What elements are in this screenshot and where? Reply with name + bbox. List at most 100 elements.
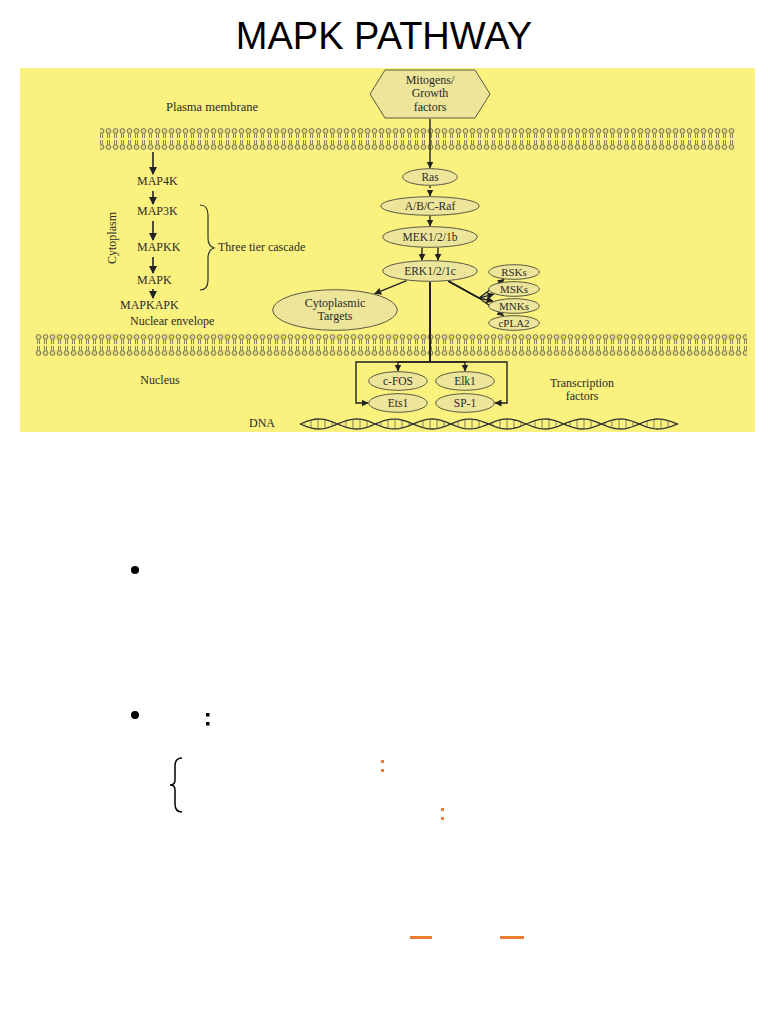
dna-rung [332, 422, 333, 427]
signal-arrow [421, 248, 422, 260]
node-label: Cytoplasmic Targets [292, 297, 378, 323]
plasma-membrane-bilayer [100, 128, 735, 150]
dna-rung [661, 419, 662, 429]
dna-strand [300, 419, 678, 429]
dna-rung [675, 423, 676, 425]
node-label: Ras [421, 171, 438, 184]
signal-arrow [430, 282, 507, 403]
nuclear-envelope-bilayer [35, 334, 747, 356]
factor-ellipse: c-FOS [368, 371, 428, 391]
signal-arrow [437, 248, 438, 260]
dna-rung [626, 420, 627, 429]
node-text-group: c-FOS [383, 375, 413, 388]
ellipse-shape [436, 394, 495, 413]
dna-strand [300, 419, 678, 429]
dna-rung [388, 420, 389, 429]
brace-label: Three tier cascade [218, 241, 305, 254]
dna-rung [633, 422, 634, 427]
dna-rung [619, 419, 620, 429]
dna-rung [451, 423, 452, 424]
yellow-panel [20, 68, 755, 432]
orange-dash [410, 936, 432, 939]
kinase-tier-label: MAPKK [137, 241, 180, 254]
dna-rung [430, 419, 431, 429]
dna-rung [437, 419, 438, 428]
dna-rung [654, 419, 655, 428]
dna-rung [444, 421, 445, 426]
ellipse-shape [489, 282, 540, 297]
signal-arrow [429, 186, 430, 196]
dna-rung [465, 419, 466, 428]
dna-rung [416, 423, 417, 425]
kinase-ellipse: A/B/C-Raf [380, 196, 480, 216]
dna-rung [339, 423, 340, 424]
orange-colon [381, 769, 384, 772]
orange-dash [500, 936, 524, 939]
node-text-group: Elk1 [454, 375, 476, 388]
dna-rung [479, 420, 480, 427]
node-label: MSKs [500, 283, 528, 295]
title: MAPK PATHWAY [0, 16, 768, 58]
ellipse-shape [369, 372, 428, 391]
kinase-tier-label: MAPK [137, 274, 172, 287]
dna-rung [472, 419, 473, 429]
dna-rung [535, 421, 536, 428]
orange-colon [381, 760, 384, 763]
node-text-group: Mitogens/ Growth factors [395, 74, 465, 114]
factor-ellipse: Elk1 [435, 371, 495, 391]
dna-rung [507, 419, 508, 429]
bullet [131, 566, 139, 574]
dna-rung [311, 420, 312, 428]
dna-rung [591, 420, 592, 428]
dna-rung [500, 420, 501, 428]
node-text-group: MSKs [500, 283, 528, 295]
kinase-ellipse: MEK1/2/1b [382, 226, 478, 248]
dna-rung [402, 420, 403, 428]
dna-rung [605, 423, 606, 426]
dna-rung [640, 423, 641, 425]
ellipse-shape [383, 227, 478, 248]
node-label: Elk1 [454, 375, 476, 388]
signal-arrow [429, 119, 430, 168]
ellipse-shape [489, 316, 540, 331]
dna-rung [318, 419, 319, 429]
substrate-ellipse: RSKs [488, 264, 540, 280]
node-text-group: Ets1 [388, 397, 408, 410]
hexagon-shape [370, 70, 490, 118]
dna-rung [549, 419, 550, 428]
kinase-tier-label: MAP3K [137, 205, 178, 218]
ellipse-shape [436, 372, 495, 391]
kinase-tier-label: MAPKAPK [120, 299, 179, 312]
dna-rung [353, 419, 354, 429]
compartment-label: Cytoplasm [106, 212, 119, 264]
dna-rung [563, 423, 564, 425]
node-text-group: MNKs [499, 300, 529, 312]
dna-rung [493, 422, 494, 426]
cascade-brace [200, 205, 214, 290]
dna-rung [577, 420, 578, 429]
signal-arrow [375, 281, 407, 294]
dna-rung [542, 419, 543, 429]
stimulus-hexagon: Mitogens/ Growth factors [369, 69, 491, 119]
dna-rung [423, 420, 424, 427]
node-label: MNKs [499, 300, 529, 312]
dna-rung [367, 421, 368, 427]
group-label: Transcription factors [536, 377, 628, 403]
curly-brace [170, 758, 182, 812]
node-text-group: SP-1 [454, 397, 476, 410]
bullet [131, 711, 139, 719]
compartment-label: Nucleus [140, 374, 179, 387]
ellipse-shape [383, 261, 478, 282]
dna-rung [346, 421, 347, 427]
node-label: A/B/C-Raf [405, 200, 455, 213]
signal-arrow [448, 281, 494, 298]
signal-arrow [429, 216, 430, 226]
colon-mark [206, 722, 210, 726]
signal-arrow [430, 282, 465, 371]
kinase-ellipse: ERK1/2/1c [382, 260, 478, 282]
node-text-group: Cytoplasmic Targets [292, 297, 378, 323]
dna-rung [556, 421, 557, 427]
